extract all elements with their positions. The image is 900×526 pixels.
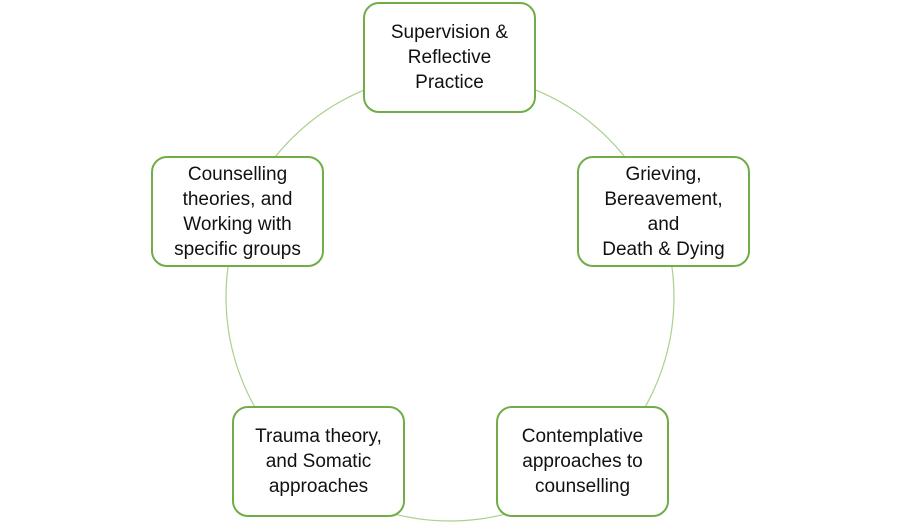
node-supervision-reflective-practice: Supervision & Reflective Practice bbox=[363, 2, 536, 113]
node-contemplative-approaches: Contemplative approaches to counselling bbox=[496, 406, 669, 517]
node-trauma-somatic: Trauma theory, and Somatic approaches bbox=[232, 406, 405, 517]
node-counselling-theories: Counselling theories, and Working with s… bbox=[151, 156, 324, 267]
node-grieving-bereavement: Grieving, Bereavement, and Death & Dying bbox=[577, 156, 750, 267]
